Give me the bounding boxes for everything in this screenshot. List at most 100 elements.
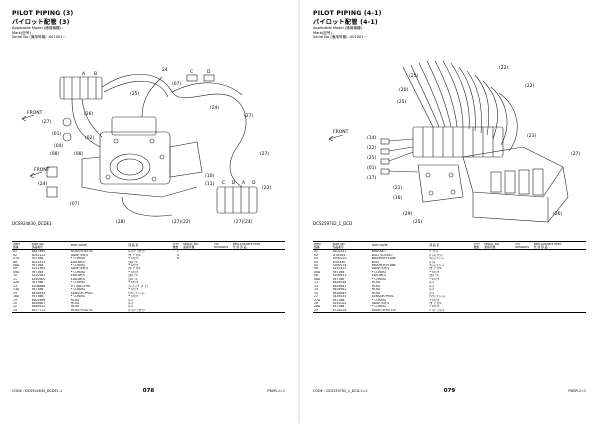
part-name: HOSE;PLASTIC	[70, 308, 129, 314]
callout: (25)	[413, 219, 422, 225]
item-no: 03	[314, 257, 318, 261]
callout: C	[222, 180, 225, 186]
serial-no	[484, 308, 516, 314]
callout: (27)(24)	[234, 219, 253, 225]
callout: (25)	[409, 73, 418, 79]
part-name-jp: • Oﾘﾝｸﾞ	[429, 270, 441, 274]
hose-bundle	[402, 66, 434, 128]
part-name: SENSOR;PRES.	[371, 295, 395, 299]
item-no: 02	[314, 253, 318, 257]
part-name: ELBOW;S	[70, 274, 85, 278]
part-name-jp: ﾎﾞﾙﾄ;ｿｹｯﾄ	[429, 253, 443, 257]
item-no: 10	[13, 274, 17, 278]
pump-top-block	[111, 116, 157, 136]
callout: (11)	[205, 181, 214, 187]
part-name: WASHER;PLANE	[371, 257, 397, 261]
figure-id: DCS259702_1_DCD	[313, 221, 353, 226]
item-no: 12A	[13, 281, 20, 285]
quantity: 6	[176, 257, 179, 261]
part-name: ADAPTER;S	[371, 301, 390, 305]
part-name: FITTING;PIPE	[70, 284, 91, 288]
part-no: 4628607	[31, 301, 46, 305]
item-no: 27A	[314, 298, 321, 302]
col-part-name: PART NAME	[371, 240, 430, 251]
part-no: 4252422	[332, 267, 347, 271]
part-no: 8102521	[332, 249, 347, 254]
part-name: ADAPTER;S	[371, 267, 390, 271]
pump-side-block	[169, 141, 203, 178]
item-no: 09	[13, 267, 17, 271]
front-arrow-icon	[21, 114, 35, 120]
catalog-page-right: PILOT PIPING (4-1) パイロット配管 (4-1) Applica…	[307, 9, 592, 413]
serial-no: Serial No (適用号機) :001001~	[12, 35, 66, 40]
callout: (28)	[116, 219, 125, 225]
part-name: HOSE	[371, 281, 381, 285]
quantity: 1	[176, 249, 179, 254]
part-no: 4447490	[31, 249, 46, 254]
part-no: 4718224	[332, 308, 372, 314]
callout: (17)	[367, 175, 376, 181]
part-no: 4252020	[332, 301, 347, 305]
item-no: 07A	[13, 257, 20, 261]
valve-block-lower	[216, 186, 258, 214]
part-name-jp: ﾎｰｽ	[429, 281, 434, 285]
item-no: 02	[13, 253, 17, 257]
part-name-jp: ｱﾀﾞﾌﾟﾀ;S	[128, 253, 141, 257]
part-no: 4628942	[332, 288, 347, 292]
item-no: 16A	[13, 295, 20, 299]
item-no: 08A	[314, 277, 321, 281]
figure-id: DCS924830_DCDE1	[12, 221, 52, 226]
part-name-jp: ﾎｰｽ	[128, 301, 133, 305]
page-number: 078	[142, 388, 155, 394]
part-no: 4628643	[332, 291, 347, 295]
item-no: 28	[314, 301, 318, 305]
callout: (02)	[85, 135, 94, 141]
col-name-jp: 部 品 名	[429, 240, 474, 251]
valve-block-upper	[59, 76, 103, 100]
item-no: 28A	[314, 305, 321, 309]
part-name: VALVE;SHUTTLE	[371, 308, 430, 314]
callout: (29)	[403, 211, 412, 217]
part-name: ADAPTER;S	[70, 253, 89, 257]
part-no: 4436535	[332, 295, 347, 299]
part-name: • O-RING	[371, 298, 386, 302]
part-no: 957366	[31, 281, 44, 285]
part-name-jp: ﾎｰｽ	[429, 288, 434, 292]
part-name-jp: ﾎｰｽ	[128, 305, 133, 309]
part-name-jp: ｱﾀﾞﾌﾟﾀ;S	[128, 267, 141, 271]
part-no: 4208886	[31, 284, 46, 288]
callout: (27)	[42, 119, 51, 125]
part-name: HOSE	[70, 301, 80, 305]
applicability-block: Applicable Model (適用機種) - Mark(記号) - Ser…	[12, 26, 66, 40]
page-footer: CODE : DCS924830_DCDE1-1 078 PBOR-1=1	[12, 388, 285, 399]
part-name-jp: ｴﾙﾎﾞ;S	[128, 260, 138, 264]
part-no: A590110	[332, 257, 347, 261]
part-name-jp: ﾎｰｽ;ﾌﾟﾗｽﾁｯｸ	[128, 249, 145, 254]
part-name: • O-RING	[70, 281, 85, 285]
hose-line-1	[101, 74, 247, 148]
part-name: ADAPTER;S	[70, 267, 89, 271]
applicable-model: Applicable Model (適用機種) -	[313, 26, 365, 30]
remarks	[515, 308, 534, 314]
part-name: BOLT;SOCKET	[371, 253, 393, 257]
part-no: 4250900	[31, 277, 46, 281]
col-serial: SERIAL NO.適用号機	[183, 240, 215, 251]
page-number: 079	[443, 388, 456, 394]
item-no: 29	[313, 308, 333, 314]
callout: (20)	[399, 87, 408, 93]
part-name-jp: • Oﾘﾝｸﾞ	[128, 264, 140, 267]
